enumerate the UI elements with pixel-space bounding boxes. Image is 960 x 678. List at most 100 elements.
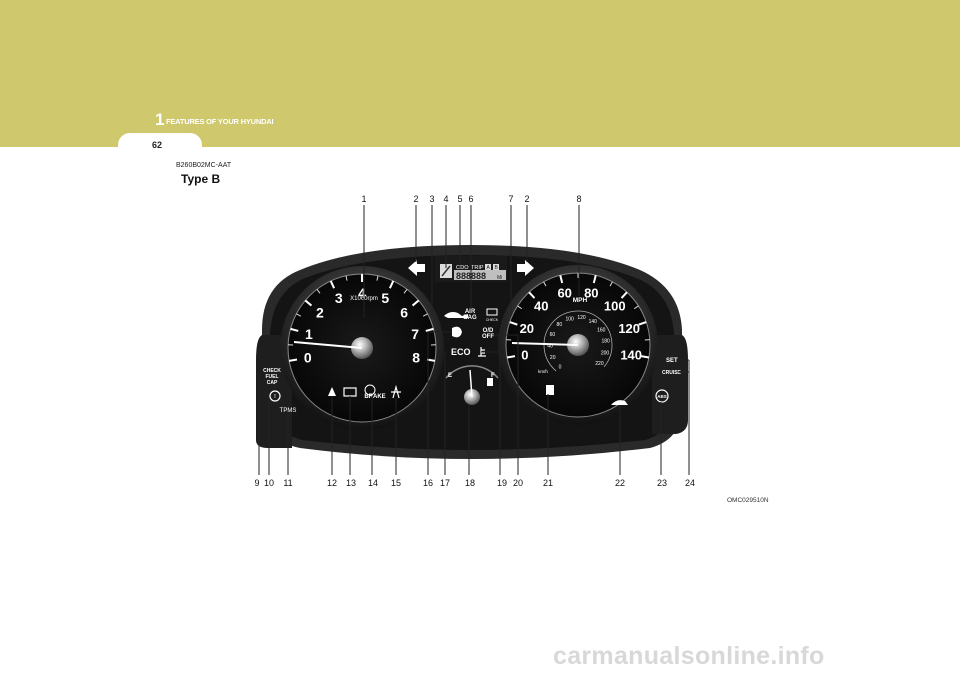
tachometer-major-tick	[425, 327, 434, 332]
callout-number: 2	[413, 194, 418, 204]
speedometer-mph-label: 60	[557, 286, 571, 301]
speedometer-kmh-label: 120	[577, 315, 586, 321]
speedometer-mph-label: 20	[520, 321, 534, 336]
callout-number: 7	[508, 194, 513, 204]
speedometer-kmh-label: 40	[547, 343, 553, 349]
header-band	[0, 0, 960, 133]
cruise-label: CRUISE	[662, 370, 682, 376]
page-tab	[118, 133, 202, 157]
callout-number: 9	[254, 478, 259, 488]
lcd-a-box	[485, 264, 491, 270]
lcd-trip-label: TRIP	[471, 265, 484, 271]
callout-number: 1	[361, 194, 366, 204]
low-fuel-icon	[546, 385, 554, 395]
callout-number: 20	[513, 478, 523, 488]
chapter-number: 1	[155, 110, 165, 129]
callout-number: 6	[468, 194, 473, 204]
fuel-empty-label: E	[448, 373, 452, 379]
speedometer-major-tick	[506, 355, 516, 359]
speedometer-major-tick	[592, 274, 597, 284]
tachometer-label: 0	[304, 350, 312, 366]
tachometer-major-tick	[304, 299, 313, 307]
tachometer-label: 3	[335, 290, 343, 306]
speedometer-mph-label: 80	[584, 286, 598, 301]
speedometer-minor-tick	[634, 305, 639, 310]
check-engine-icon	[486, 308, 498, 316]
page-number: 62	[152, 140, 163, 150]
callout-number: 10	[264, 478, 274, 488]
speedometer-minor-tick	[517, 305, 522, 310]
callout-number: 24	[685, 478, 695, 488]
tachometer-major-tick	[411, 299, 420, 307]
callout-number: 5	[457, 194, 462, 204]
speedometer-kmh-label: 20	[550, 355, 556, 361]
tachometer-label: 7	[411, 326, 419, 342]
brake-label: BRAKE	[364, 394, 385, 400]
speedometer-mph-label: 100	[604, 298, 626, 313]
callout-number: 3	[429, 194, 434, 204]
speedometer-major-tick	[509, 321, 518, 326]
tachometer-minor-tick	[296, 313, 302, 317]
check-fuel-cap-label-3: CAP	[267, 380, 278, 386]
callout-number: 2	[524, 194, 529, 204]
callout-number: 12	[327, 478, 337, 488]
section-code: B260B02MC-AAT	[176, 162, 232, 169]
tpms-label: TPMS	[280, 408, 297, 414]
speedometer-major-tick	[559, 274, 564, 284]
tachometer-label: 6	[400, 305, 408, 321]
speedometer-minor-tick	[609, 281, 613, 287]
tachometer-major-tick	[288, 358, 298, 362]
od-off-label-1: O/D	[483, 328, 494, 334]
tachometer-minor-tick	[376, 275, 379, 281]
headlight-icon	[452, 326, 462, 338]
speedometer-mph-unit: MPH	[573, 297, 588, 304]
cruise-set-label: SET	[666, 358, 678, 364]
air-bag-label-1: AIR	[465, 309, 476, 315]
eco-indicator: ECO	[451, 347, 471, 357]
tpms-icon	[269, 390, 281, 402]
od-off-label-2: OFF	[482, 334, 494, 340]
left-turn-signal-icon	[408, 260, 425, 276]
tachometer-label: 8	[412, 350, 420, 366]
speedometer-mph-label: 120	[618, 321, 640, 336]
fuel-gauge-arc	[445, 365, 499, 379]
brake-circle-icon	[364, 384, 376, 396]
check-fuel-cap-label-1: CHECK	[263, 368, 281, 374]
check-fuel-cap-label-2: FUEL	[265, 374, 278, 380]
speedometer-kmh-label: 80	[557, 322, 563, 328]
callout-number: 19	[497, 478, 507, 488]
chapter-title: FEATURES OF YOUR HYUNDAI	[166, 117, 274, 126]
speedometer-major-tick	[640, 355, 650, 359]
figure-code: OMC029510N	[727, 497, 769, 504]
tachometer-major-tick	[290, 327, 299, 332]
tachometer-label: 4	[358, 285, 366, 301]
fuel-gauge-needle	[469, 369, 473, 398]
tachometer-major-tick	[388, 280, 395, 289]
callout-number: 4	[443, 194, 448, 204]
lcd-b-label: B	[495, 265, 499, 271]
tachometer-minor-tick	[403, 288, 408, 294]
callout-number: 17	[440, 478, 450, 488]
tachometer-minor-tick	[422, 313, 428, 317]
callout-number: 11	[283, 478, 292, 488]
air-bag-label-2: BAG	[463, 315, 477, 321]
abs-label: ABS	[657, 394, 667, 399]
speedometer-kmh-arc	[543, 310, 613, 372]
callout-number: 21	[543, 478, 553, 488]
callout-number: 13	[346, 478, 356, 488]
fuel-pump-icon	[487, 378, 493, 386]
speedometer-mph-label: 0	[521, 347, 528, 362]
speedometer-kmh-label: 220	[595, 361, 604, 367]
callout-number: 18	[465, 478, 475, 488]
callout-number: 14	[368, 478, 378, 488]
speedometer-kmh-label: 180	[601, 339, 610, 345]
lcd-unit: Mi	[497, 275, 502, 281]
speedometer-ticks	[506, 273, 650, 359]
speedometer-mph-label: 40	[534, 298, 548, 313]
abs-icon	[655, 389, 669, 403]
lcd-display	[454, 270, 506, 280]
